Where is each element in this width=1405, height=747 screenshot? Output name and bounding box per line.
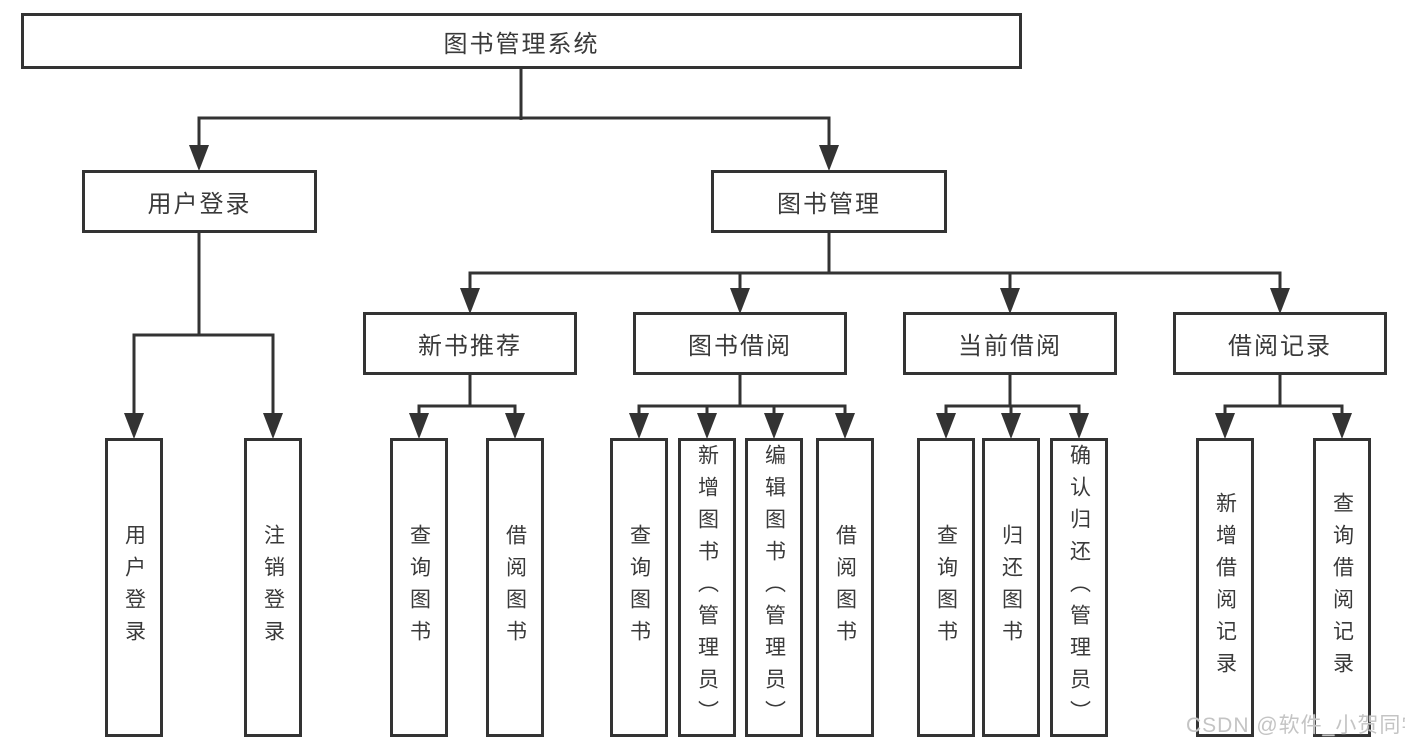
leaf-cb-return-books: 归还图书 bbox=[982, 438, 1040, 737]
node-book-borrow: 图书借阅 bbox=[633, 312, 847, 375]
node-new-book-recommend: 新书推荐 bbox=[363, 312, 577, 375]
leaf-bb-add-books-admin: 新增图书（管理员） bbox=[678, 438, 736, 737]
node-current-borrow: 当前借阅 bbox=[903, 312, 1117, 375]
node-book-management: 图书管理 bbox=[711, 170, 947, 233]
watermark-text: CSDN @软件_小贺同学 bbox=[1186, 714, 1405, 737]
node-user-login: 用户登录 bbox=[82, 170, 317, 233]
node-borrow-records: 借阅记录 bbox=[1173, 312, 1387, 375]
leaf-nbr-query-books: 查询图书 bbox=[390, 438, 448, 737]
node-root: 图书管理系统 bbox=[21, 13, 1022, 69]
leaf-bb-query-books: 查询图书 bbox=[610, 438, 668, 737]
leaf-logout-login: 注销登录 bbox=[244, 438, 302, 737]
leaf-br-add-record: 新增借阅记录 bbox=[1196, 438, 1254, 737]
leaf-bb-borrow-books: 借阅图书 bbox=[816, 438, 874, 737]
leaf-bb-edit-books-admin: 编辑图书（管理员） bbox=[745, 438, 803, 737]
arrowhead-icons bbox=[124, 145, 1352, 439]
leaf-user-login: 用户登录 bbox=[105, 438, 163, 737]
leaf-cb-confirm-return-admin: 确认归还（管理员） bbox=[1050, 438, 1108, 737]
leaf-nbr-borrow-books: 借阅图书 bbox=[486, 438, 544, 737]
leaf-br-query-record: 查询借阅记录 bbox=[1313, 438, 1371, 737]
leaf-cb-query-books: 查询图书 bbox=[917, 438, 975, 737]
